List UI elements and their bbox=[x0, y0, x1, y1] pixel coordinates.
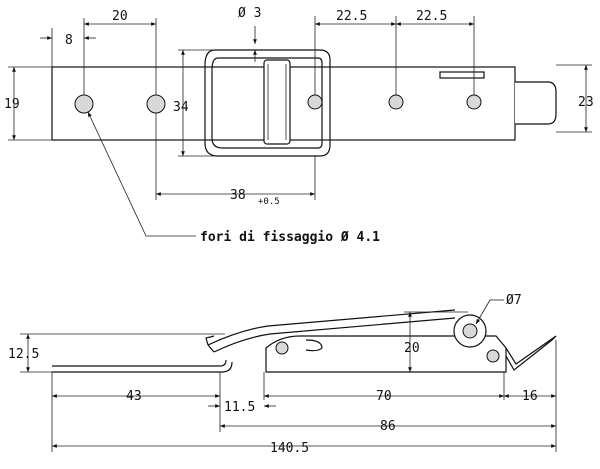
fixing-hole-5 bbox=[466, 94, 482, 110]
dim-pin-diameter: Ø7 bbox=[506, 293, 522, 308]
side-bolt-hook bbox=[505, 335, 557, 365]
dim-19: 19 bbox=[4, 97, 20, 112]
side-pin-inner bbox=[462, 323, 478, 339]
dim-12-5: 12.5 bbox=[8, 347, 39, 362]
dim-86: 86 bbox=[380, 419, 396, 434]
note-fixing-holes: fori di fissaggio Ø 4.1 bbox=[200, 230, 380, 245]
slot bbox=[439, 71, 485, 79]
dim-34: 34 bbox=[173, 100, 189, 115]
lever bbox=[263, 59, 291, 145]
dim-140-5: 140.5 bbox=[270, 441, 309, 456]
dim-11-5: 11.5 bbox=[224, 400, 255, 415]
dim-20-side: 20 bbox=[404, 341, 420, 356]
dim-38: 38 bbox=[230, 188, 246, 203]
fixing-hole-1 bbox=[74, 94, 94, 114]
bolt-tab bbox=[515, 81, 557, 125]
side-base-plate bbox=[52, 359, 227, 367]
side-pivot-hole bbox=[486, 349, 500, 363]
dim-22-5-first: 22.5 bbox=[336, 9, 367, 24]
fixing-hole-3 bbox=[307, 94, 323, 110]
fixing-hole-4 bbox=[388, 94, 404, 110]
dim-8: 8 bbox=[65, 33, 73, 48]
dim-22-5-second: 22.5 bbox=[416, 9, 447, 24]
dim-23: 23 bbox=[578, 95, 594, 110]
dim-hole-diameter: Ø 3 bbox=[238, 6, 261, 21]
top-view: 8 20 Ø 3 22.5 22.5 19 34 23 bbox=[4, 6, 594, 245]
dim-tolerance: +0.5 bbox=[258, 197, 280, 207]
latch-frame bbox=[204, 49, 331, 157]
dim-70: 70 bbox=[376, 389, 392, 404]
dim-16: 16 bbox=[522, 389, 538, 404]
dim-20-top: 20 bbox=[112, 9, 128, 24]
side-lever bbox=[207, 309, 456, 346]
dim-43: 43 bbox=[126, 389, 142, 404]
side-view: Ø7 12.5 20 43 11.5 70 16 86 bbox=[8, 293, 557, 456]
fixing-hole-2 bbox=[146, 94, 166, 114]
